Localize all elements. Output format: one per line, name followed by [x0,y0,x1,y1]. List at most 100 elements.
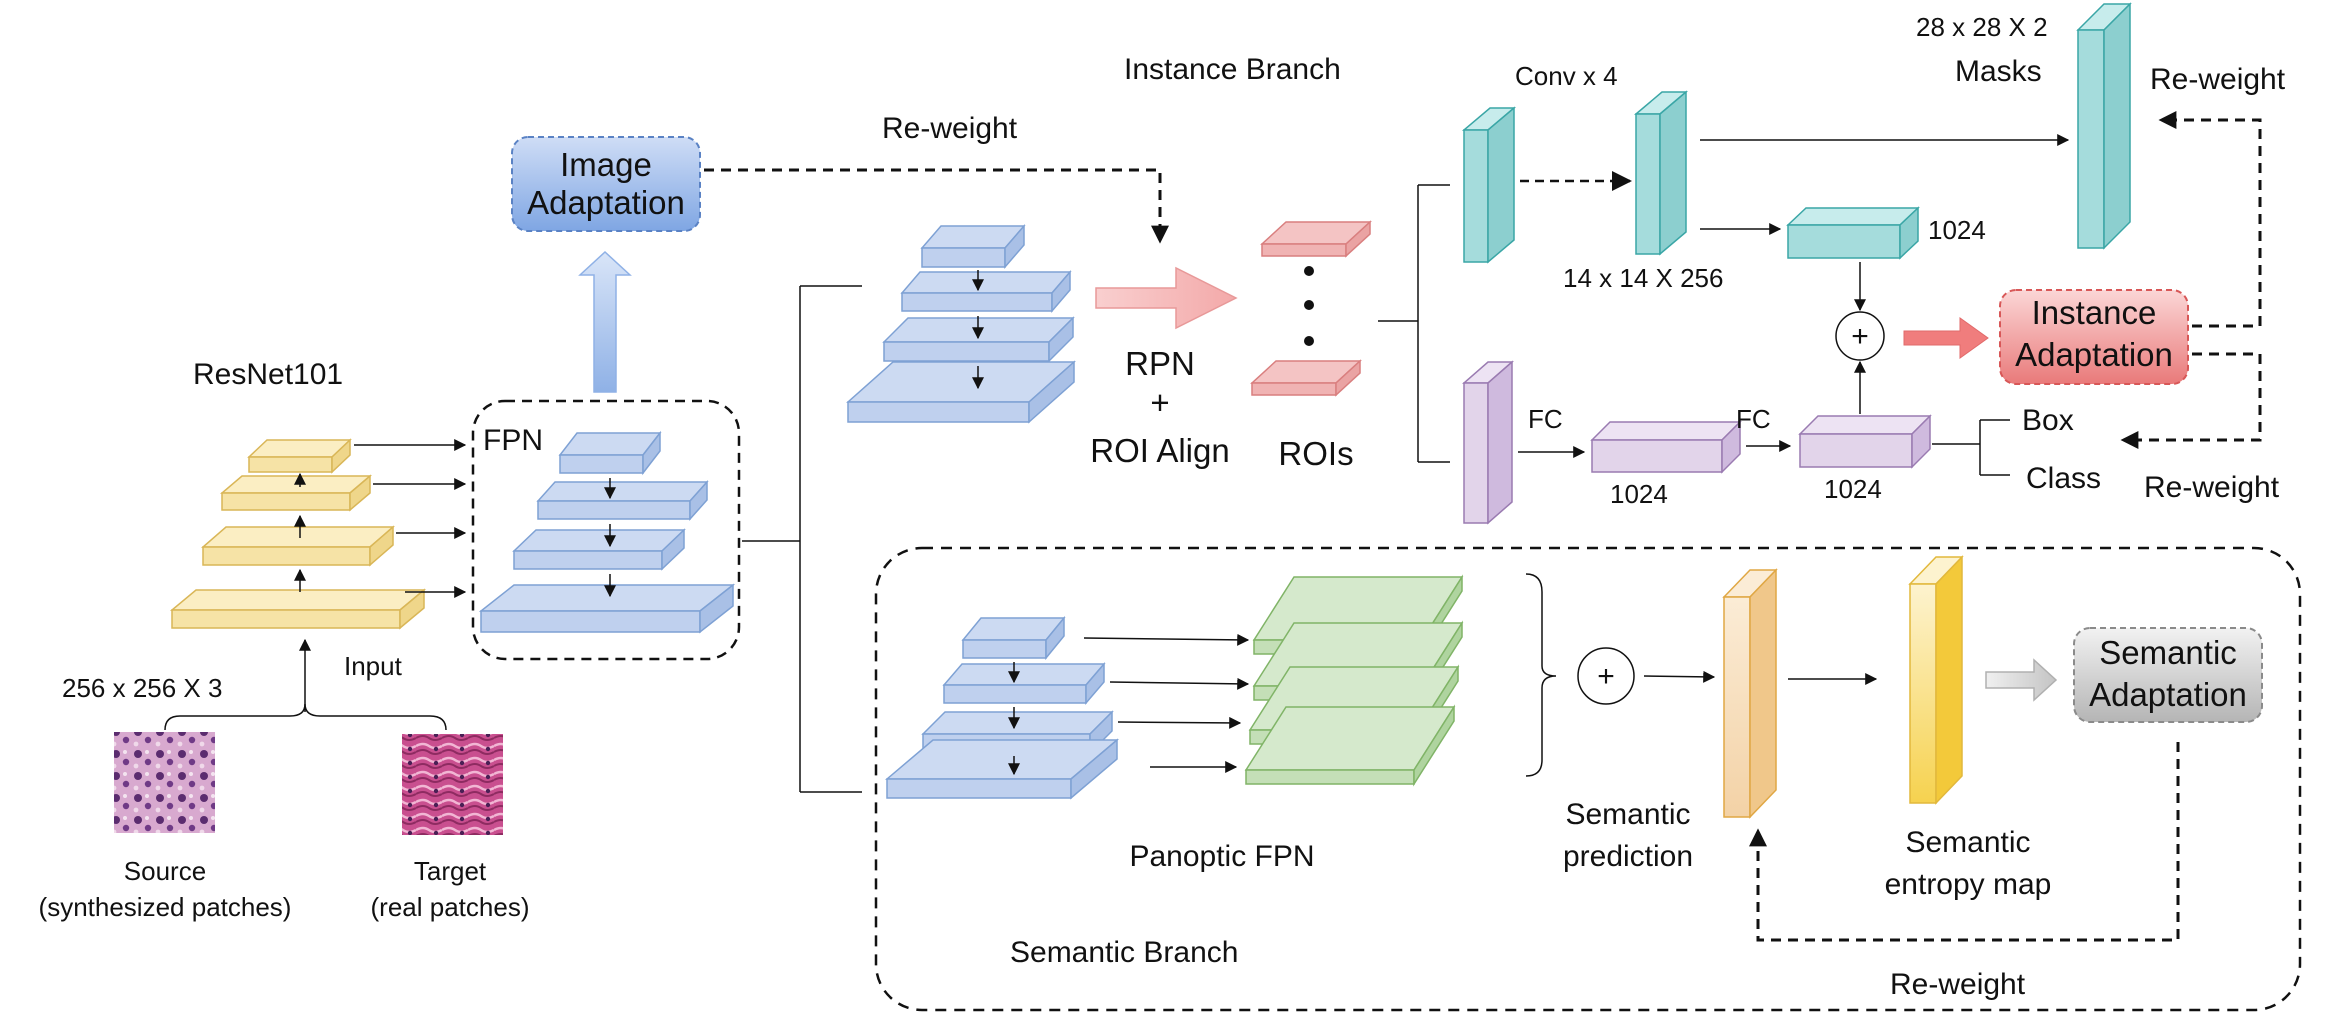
fusion-plus-node [1835,311,1885,361]
size-14-label: 14 x 14 X 256 [1563,263,1723,293]
fpn-layer-2 [536,480,709,521]
panoptic-fpn-backbone [884,615,1250,800]
masks-block [2076,2,2132,250]
source-sublabel: (synthesized patches) [39,892,292,922]
green-layer-4 [1244,704,1456,787]
semantic-prediction-block [1722,568,1778,819]
reweight-arrow-box [2120,352,2262,449]
rois-label: ROIs [1278,435,1353,472]
reweight-arrow-semantic [1749,742,2180,942]
source-patch-image [114,732,215,833]
mask-head: Conv x 4 14 x 14 X 256 1024 28 x 28 X 2 … [1461,2,2132,293]
rpn-plus: + [1150,384,1169,421]
semantic-adaptation-box: Semantic Adaptation [2073,627,2263,723]
box-label: Box [2022,404,2074,437]
semantic-branch-label: Semantic Branch [1010,936,1238,969]
resnet-layer-3 [200,525,396,567]
instance-adaptation-sublabel: Adaptation [2015,336,2173,373]
ellipsis-dot [1304,300,1314,310]
input-label: Input [344,651,403,681]
entropy-map-sublabel: entropy map [1885,868,2052,901]
input-brace [164,703,447,731]
panoptic-lateral-arrow [1117,716,1242,729]
n1024-top-label: 1024 [1928,215,1986,245]
reweight-bottom-label: Re-weight [1890,968,2026,1001]
fc2-label: FC [1736,404,1771,434]
image-adaptation-sublabel: Adaptation [527,184,685,221]
instance-fpn-layer-1 [920,223,1026,270]
conv-block-2 [1633,90,1689,256]
fusion-plus-symbol: + [1851,320,1869,353]
rois-stack [1250,220,1372,397]
box-head: FC 1024 FC 1024 Box Class [1462,360,2101,525]
instance-fpn [846,223,1076,424]
class-label: Class [2026,462,2101,495]
semantic-plus-node [1577,647,1635,705]
instance-fpn-layer-2 [900,269,1072,314]
to-instance-adaptation-arrow [1903,317,1989,359]
fpn-block: FPN [471,399,741,661]
ellipsis-dot [1304,336,1314,346]
semantic-brace [1525,573,1557,777]
reweight-top-label: Re-weight [882,112,1018,145]
conv-block-1 [1461,106,1517,264]
size-28-label: 28 x 28 X 2 [1916,12,2048,42]
to-semantic-adaptation-arrow [1985,658,2058,702]
to-semantic-prediction-arrow [1643,670,1716,683]
instance-adaptation-box: Instance Adaptation [1999,289,2189,385]
panoptic-fpn-layer-2 [942,661,1106,706]
semantic-branch-border [874,546,2302,1012]
instance-adaptation-label: Instance [2032,294,2157,331]
semantic-prediction-sublabel: prediction [1563,840,1693,873]
semantic-entropy-block [1908,555,1964,805]
branch-connector [742,285,862,793]
fpn-label: FPN [483,424,543,457]
reweight-right-bottom-label: Re-weight [2144,471,2280,504]
rpn-label: RPN [1125,345,1195,382]
reweight-right-top-label: Re-weight [2150,63,2286,96]
fc1-label: FC [1528,404,1563,434]
rpn-arrow [1095,266,1238,330]
panoptic-fpn-label: Panoptic FPN [1129,840,1314,873]
resnet-layer-1 [247,438,352,474]
panoptic-fpn-layer-1 [961,615,1066,661]
image-adaptation-box: Image Adaptation [511,136,701,232]
panoptic-fpn-layer-4 [884,738,1120,800]
fpn-layer-1 [558,430,662,476]
target-sublabel: (real patches) [371,892,530,922]
instance-fpn-layer-4 [846,360,1076,424]
semantic-plus-symbol: + [1597,660,1615,693]
purple-fc-block-1 [1590,420,1742,474]
reweight-arrow-top [704,168,1169,244]
fpn-border [471,399,741,661]
panoptic-green-features [1244,574,1464,787]
resnet-backbone: ResNet101 [169,358,467,630]
entropy-map-label: Semantic [1905,826,2030,859]
n1024-b-label: 1024 [1824,474,1882,504]
reweight-arrow-masks [2158,111,2262,328]
semantic-adaptation-label: Semantic [2099,634,2237,671]
source-label: Source [124,856,206,886]
resnet-label: ResNet101 [193,358,343,391]
semantic-adaptation-sublabel: Adaptation [2089,676,2247,713]
panoptic-lateral-arrow [1109,677,1250,690]
n1024-a-label: 1024 [1610,479,1668,509]
image-adaptation-label: Image [560,146,652,183]
up-arrow-to-image-adaptation [578,250,632,393]
masks-label: Masks [1955,55,2042,88]
target-label: Target [414,856,487,886]
purple-block-tall [1462,360,1514,525]
fpn-layer-4 [478,583,736,634]
roi-split-connector [1378,184,1450,463]
semantic-prediction-label: Semantic [1565,798,1690,831]
resnet-layer-4 [169,588,427,630]
input-size-label: 256 x 256 X 3 [62,673,222,703]
ellipsis-dot [1304,266,1314,276]
mask-fc-block [1786,206,1920,260]
target-patch-image [402,734,503,835]
panoptic-lateral-arrow [1083,633,1250,646]
conv4-label: Conv x 4 [1515,61,1618,91]
fpn-layer-3 [512,528,686,571]
